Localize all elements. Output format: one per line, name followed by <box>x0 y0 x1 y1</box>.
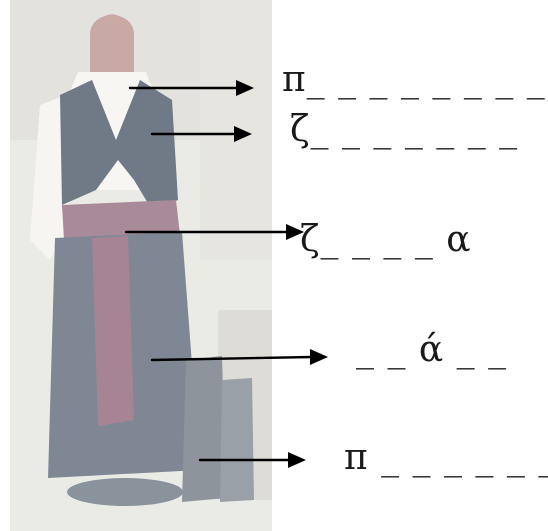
blank-label-1: π_ _ _ _ _ _ _ _ <box>282 59 546 100</box>
blank-label-4: _ _ ά _ _ <box>356 329 508 370</box>
blank-label-2: ζ_ _ _ _ _ _ _ <box>290 109 519 150</box>
blank-label-3: ζ_ _ _ _ α <box>300 219 472 260</box>
blank-label-5: π _ _ _ _ _ _ <box>344 437 548 478</box>
